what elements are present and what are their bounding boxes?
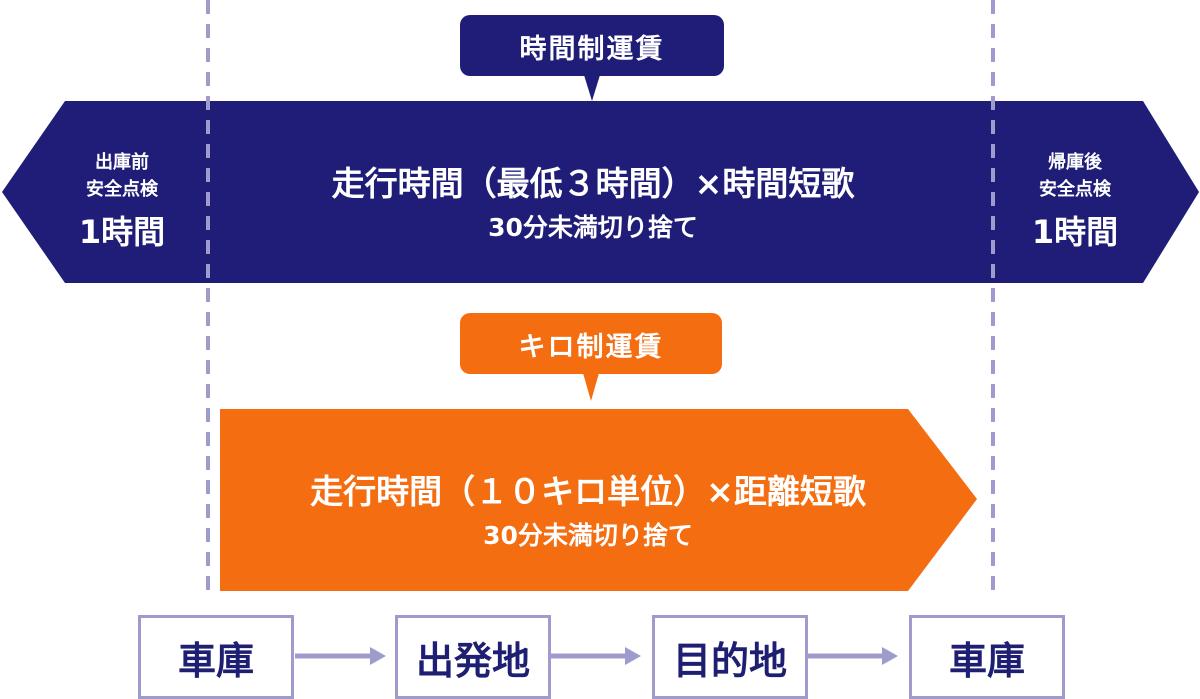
distance-fare-tag-label: キロ制運賃 [518, 332, 664, 363]
distance-fare-tag-pointer [583, 373, 599, 401]
time-fare-tag-box [460, 15, 724, 76]
flow-step-garage-end: 車庫 [909, 615, 1065, 699]
time-fare-band [2, 101, 1199, 283]
flow-step-destination: 目的地 [652, 615, 808, 699]
time-fare-formula: 走行時間（最低３時間）×時間短歌 [331, 164, 855, 203]
distance-fare-arrow [220, 409, 977, 591]
flow-arrow-1 [295, 647, 386, 665]
distance-fare-formula: 走行時間（１０キロ単位）×距離短歌 [310, 472, 866, 511]
flow-step-garage-start: 車庫 [138, 615, 294, 699]
pre-check-line2: 安全点検 [86, 179, 158, 200]
flow-arrow-2 [551, 647, 641, 665]
pre-check-duration: 1時間 [78, 213, 166, 251]
distance-fare-tag-box [460, 313, 722, 374]
time-fare-tag-pointer [584, 75, 600, 101]
post-check-line2: 安全点検 [1039, 179, 1111, 200]
flow-arrow-3 [808, 647, 898, 665]
time-fare-rounding-note: 30分未満切り捨て [488, 213, 698, 242]
post-check-line1: 帰庫後 [1048, 152, 1102, 173]
time-fare-tag-label: 時間制運賃 [519, 34, 665, 65]
pre-check-line1: 出庫前 [95, 152, 149, 173]
distance-fare-rounding-note: 30分未満切り捨て [483, 521, 693, 550]
flow-step-departure-point: 出発地 [395, 615, 551, 699]
post-check-duration: 1時間 [1031, 213, 1119, 251]
